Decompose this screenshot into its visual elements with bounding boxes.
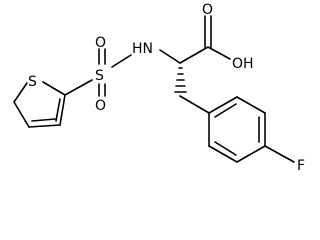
bond-ring-f bbox=[264, 145, 295, 163]
atom-nitrogen: HN bbox=[132, 41, 153, 57]
atom-carbonyl-oxygen: O bbox=[202, 2, 213, 18]
atom-oxygen-bottom: O bbox=[95, 98, 106, 114]
bond-c2-c3 bbox=[59, 94, 66, 126]
bond-c-oh bbox=[207, 46, 231, 60]
stereo-hash-bond bbox=[174, 67, 187, 93]
atom-sulfur-ring: S bbox=[28, 74, 37, 90]
bond-c2-c3-double bbox=[55, 98, 61, 122]
molecule-diagram: S S O O HN O OH F bbox=[13, 2, 305, 174]
atom-fluorine: F bbox=[297, 158, 305, 174]
atom-sulfur-sulfonyl: S bbox=[95, 68, 104, 84]
bond-ring-sulfonyl bbox=[64, 79, 93, 96]
bond-c4-c5 bbox=[13, 101, 30, 128]
bond-ch2-ring bbox=[179, 95, 210, 114]
atom-hydroxyl: OH bbox=[232, 56, 254, 72]
bond-c3-c4 bbox=[28, 124, 61, 128]
bond-n-calpha bbox=[159, 49, 181, 64]
bond-s-c2 bbox=[42, 81, 66, 96]
benzene-ring bbox=[208, 96, 266, 163]
bond-c3-c4-double bbox=[31, 118, 56, 122]
bond-calpha-ccarbonyl bbox=[179, 46, 209, 64]
atom-oxygen-top: O bbox=[95, 35, 106, 51]
bond-s-n bbox=[111, 54, 132, 68]
structure-canvas: S S O O HN O OH F bbox=[13, 2, 305, 174]
bond-c5-s bbox=[13, 82, 28, 103]
thiophene-ring bbox=[13, 81, 66, 128]
